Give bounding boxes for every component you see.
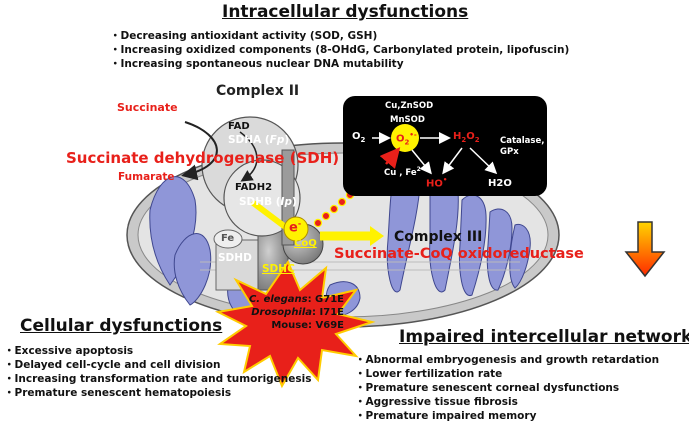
mnsod-label: MnSOD: [390, 115, 425, 125]
mutations-list: C. elegans: G71E Drosophila: I71E Mouse:…: [246, 293, 344, 332]
intracellular-list: Decreasing antioxidant activity (SOD, GS…: [110, 29, 570, 71]
list-item: Decreasing antioxidant activity (SOD, GS…: [110, 29, 569, 43]
superoxide-circle: [391, 124, 419, 152]
superoxide-to-ho-arrow: [411, 149, 432, 175]
fumarate-label: Fumarate: [118, 171, 175, 183]
cellular-title: Cellular dysfunctions: [20, 316, 223, 336]
decrease-arrow-icon: [624, 221, 666, 278]
oxidoreductase-label: Succinate-CoQ oxidoreductase: [334, 246, 584, 262]
fe-label: Fe: [221, 233, 235, 244]
fad-fadh2-arrow: [239, 131, 258, 182]
fadh2-label: FADH2: [235, 182, 273, 193]
hydroxyl-label: HO•: [426, 176, 448, 190]
complex3-title: Complex III: [394, 229, 483, 245]
succinate-fumarate-arrow: [181, 121, 218, 181]
electron-to-complex3-arrowhead: [370, 226, 384, 246]
sdhc-label: SDHC: [262, 263, 295, 275]
mutation-mouse: Mouse: V69E: [271, 320, 344, 331]
catalase-label: Catalase,: [500, 136, 545, 146]
intracellular-title: Intracellular dysfunctions: [222, 2, 469, 22]
list-item: Excessive apoptosis: [4, 344, 312, 358]
sdhd-label: SDHD: [218, 252, 252, 264]
gpx-label: GPx: [500, 147, 519, 157]
h2o2-to-h2o-arrow: [469, 147, 498, 175]
cuznsod-label: Cu,ZnSOD: [385, 101, 434, 111]
sdh-label: Succinate dehydrogenase (SDH): [66, 149, 340, 167]
h2o2-label: H2O2: [453, 131, 480, 144]
fad-label: FAD: [228, 121, 250, 132]
list-item: Increasing transformation rate and tumor…: [4, 372, 312, 386]
electron-sphere: [283, 216, 309, 242]
complex2-title: Complex II: [216, 83, 300, 99]
cellular-list: Excessive apoptosis Delayed cell-cycle a…: [4, 344, 312, 400]
list-item: Increasing oxidized components (8-OHdG, …: [110, 43, 570, 57]
mutation-celegans: C. elegans: G71E: [248, 294, 344, 305]
o2-label: O2: [352, 131, 366, 144]
intercellular-list: Abnormal embryogenesis and growth retard…: [355, 353, 660, 423]
list-item: Abnormal embryogenesis and growth retard…: [355, 353, 660, 367]
h2o2-to-ho-arrow: [442, 147, 463, 175]
list-item: Premature impaired memory: [355, 409, 659, 423]
list-item: Aggressive tissue fibrosis: [355, 395, 659, 409]
coq-label: CoQ: [294, 238, 317, 249]
list-item: Premature senescent corneal dysfunctions: [355, 381, 659, 395]
intercellular-title: Impaired intercellular networks: [399, 327, 689, 347]
fe-cluster: [213, 229, 243, 249]
electron-label: e-: [289, 219, 302, 236]
succinate-label: Succinate: [117, 101, 178, 114]
cu-fe-label: Cu , Fe2: [384, 166, 421, 178]
sdha-label: SDHA (Fp): [228, 134, 290, 146]
sdhb-label: SDHB (Ip): [239, 196, 297, 208]
list-item: Premature senescent hematopoiesis: [4, 386, 312, 400]
list-item: Lower fertilization rate: [355, 367, 659, 381]
leak-to-superoxide-arrow: [379, 147, 401, 169]
h2o-label: H2O: [488, 178, 512, 189]
list-item: Increasing spontaneous nuclear DNA mutab…: [110, 57, 569, 71]
superoxide-label: O2•-: [396, 131, 417, 147]
mutation-drosophila: Drosophila: I71E: [251, 307, 344, 318]
list-item: Delayed cell-cycle and cell division: [4, 358, 312, 372]
